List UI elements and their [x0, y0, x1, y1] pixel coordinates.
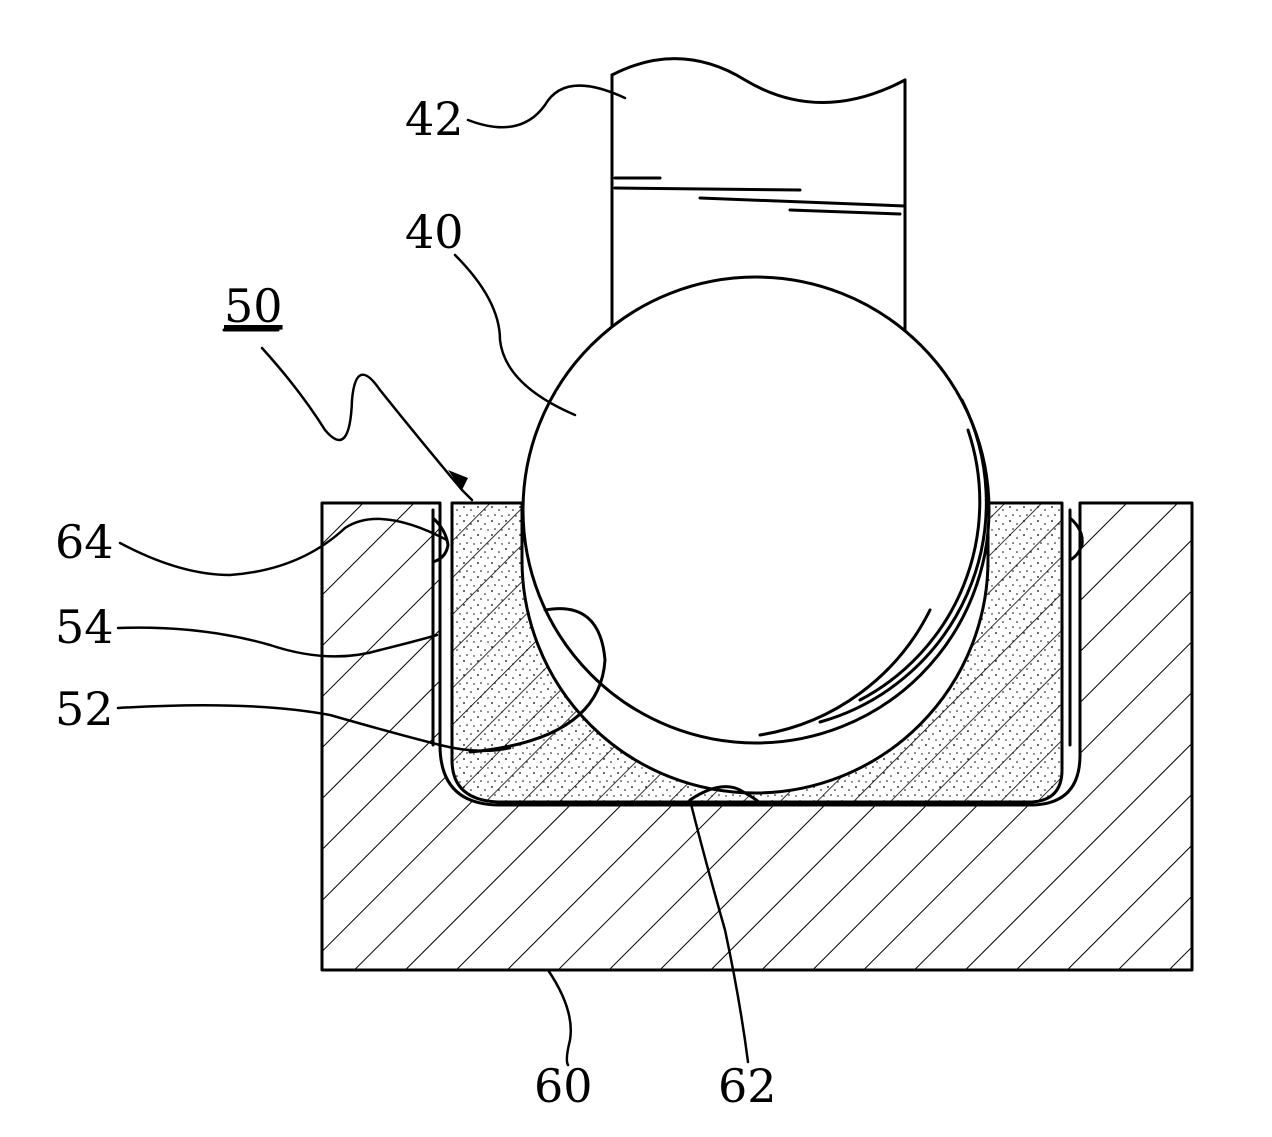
- label-52: 52: [55, 682, 114, 736]
- ball: [523, 277, 989, 743]
- label-40: 40: [405, 205, 464, 259]
- label-42: 42: [405, 92, 464, 146]
- label-62: 62: [718, 1059, 777, 1113]
- label-64: 64: [55, 515, 114, 569]
- label-54: 54: [55, 600, 114, 654]
- label-60: 60: [534, 1059, 593, 1113]
- label-50: 50: [224, 279, 283, 333]
